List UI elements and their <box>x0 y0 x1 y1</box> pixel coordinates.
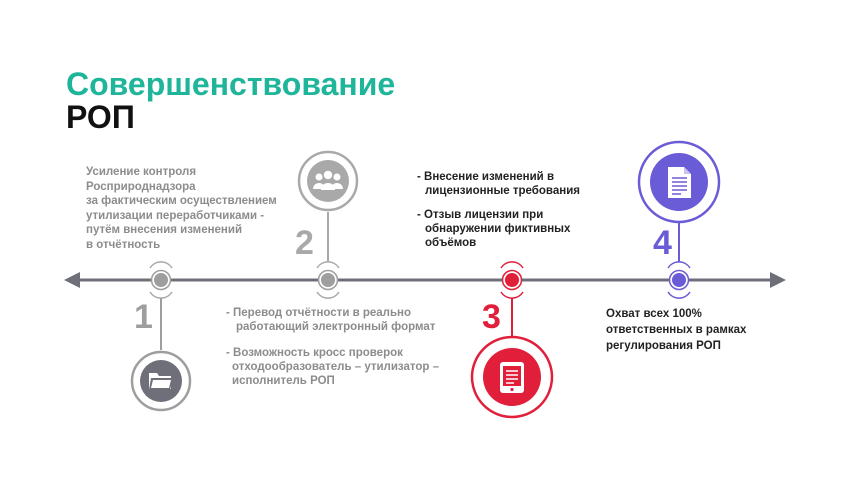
step-3-number: 3 <box>482 298 501 336</box>
step-3-bullet-line: объёмов <box>425 237 477 249</box>
step-2-bullet-1: - Перевод отчётности в реально работающи… <box>226 306 435 334</box>
step-2-bullet-line: отходообразователь – утилизатор – <box>232 361 440 373</box>
step-1-text: Усиление контроля Росприроднадзора за фа… <box>86 165 277 252</box>
step-1-line: Усиление контроля <box>86 166 197 178</box>
step-2-bullet-2: - Возможность кросс проверок отходообраз… <box>226 346 439 388</box>
step-3-bullet-1: - Внесение изменений в лицензионные треб… <box>417 170 580 198</box>
step-3-bullet-line: - Внесение изменений в <box>417 171 555 183</box>
step-3-marker <box>470 261 554 419</box>
timeline-arrow-left <box>64 272 80 288</box>
step-1-line: путём внесения изменений <box>86 224 243 236</box>
step-2-marker <box>297 150 359 299</box>
people-icon <box>313 170 343 190</box>
step-3-bullet-line: лицензионные требования <box>425 185 580 197</box>
step-1-number: 1 <box>134 298 153 336</box>
step-1-marker <box>130 261 192 412</box>
step-4-line: ответственных в рамках <box>606 324 747 336</box>
timeline-arrow-right <box>770 272 786 288</box>
step-4-number: 4 <box>653 224 672 262</box>
folder-icon <box>149 373 173 390</box>
document-icon <box>668 167 691 198</box>
step-4-marker <box>637 140 721 299</box>
step-3-bullet-2: - Отзыв лицензии при обнаружении фиктивн… <box>417 208 570 250</box>
step-2-number: 2 <box>295 224 314 262</box>
step-1-line: утилизации переработчиками - <box>86 209 265 222</box>
step-3-bullet-line: - Отзыв лицензии при <box>417 209 544 221</box>
step-1-line: в отчётность <box>86 238 161 251</box>
step-4-text: Охват всех 100% ответственных в рамках р… <box>606 306 746 354</box>
step-1-line: Росприроднадзора <box>86 180 196 193</box>
step-3-bullet-line: обнаружении фиктивных <box>425 223 571 235</box>
tablet-icon <box>500 362 524 393</box>
step-1-line: за фактическим осуществлением <box>86 195 277 207</box>
step-2-bullet-line: - Перевод отчётности в реально <box>226 307 412 319</box>
step-2-bullet-line: работающий электронный формат <box>236 321 436 333</box>
step-2-bullet-line: исполнитель РОП <box>232 375 335 387</box>
step-2-bullet-line: - Возможность кросс проверок <box>226 347 403 359</box>
page-title-line-2: РОП <box>66 99 135 135</box>
page-title-line-1: Совершенствование <box>66 66 396 102</box>
step-4-line: регулирования РОП <box>606 340 721 352</box>
step-4-line: Охват всех 100% <box>606 308 702 320</box>
